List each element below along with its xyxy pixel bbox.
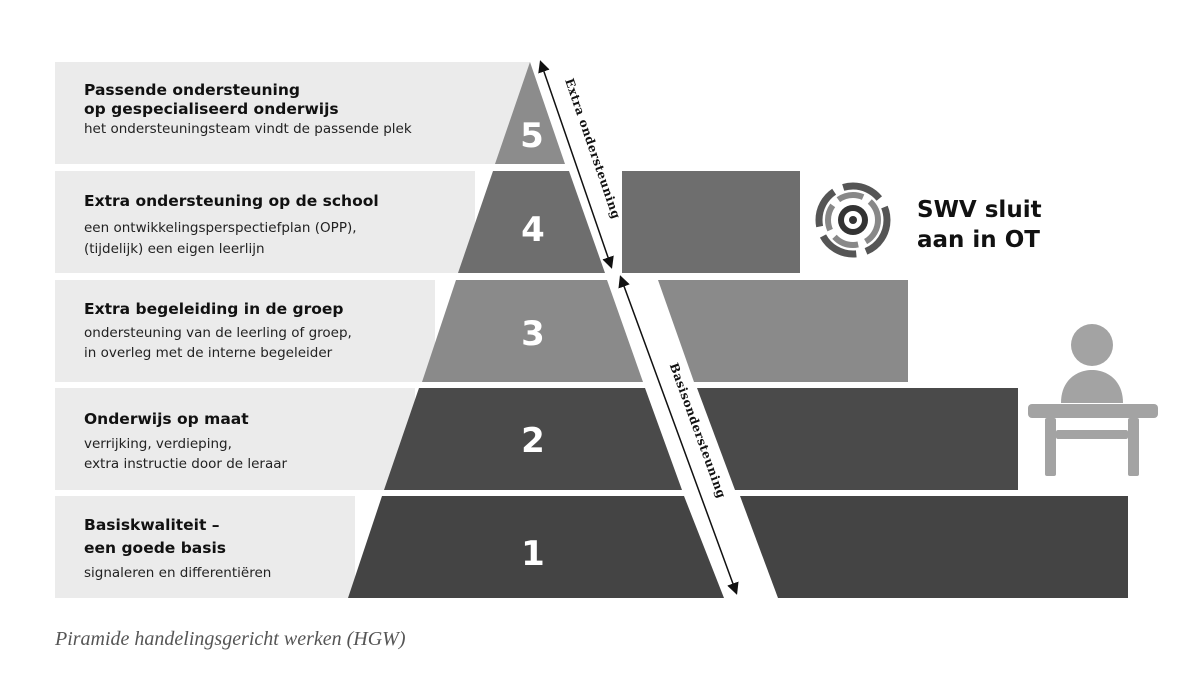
level-1-title-line-2: een goede basis xyxy=(84,539,226,557)
basisondersteuning-arrow xyxy=(618,275,739,595)
level-2-title: Onderwijs op maat xyxy=(84,410,249,428)
level-4-bar xyxy=(622,171,800,273)
row-bg-level-5 xyxy=(55,62,530,164)
level-1-bar xyxy=(740,496,1128,598)
pyramid-level-2 xyxy=(384,388,682,490)
level-2-bar xyxy=(697,388,1018,490)
level-5-title-line-2: op gespecialiseerd onderwijs xyxy=(84,100,339,118)
row-bg-level-1 xyxy=(55,496,355,598)
level-3-desc-line-2: in overleg met de interne begeleider xyxy=(84,345,333,361)
level-3-bar xyxy=(658,280,908,382)
level-3-title: Extra begeleiding in de groep xyxy=(84,300,344,318)
level-1-desc-line-1: signaleren en differentiëren xyxy=(84,565,271,581)
level-3-number: 3 xyxy=(521,314,545,354)
swv-line-1: SWV sluit xyxy=(917,197,1042,223)
level-4-desc-line-2: (tijdelijk) een eigen leerlijn xyxy=(84,241,265,257)
level-4-desc-line-1: een ontwikkelingsperspectiefplan (OPP), xyxy=(84,220,357,236)
level-2-desc-line-1: verrijking, verdieping, xyxy=(84,436,232,452)
swv-line-2: aan in OT xyxy=(917,227,1040,253)
level-1-title-line-1: Basiskwaliteit – xyxy=(84,516,220,534)
row-bg-level-3 xyxy=(55,280,435,382)
level-5-number: 5 xyxy=(520,116,544,156)
level-1-number: 1 xyxy=(521,534,545,574)
level-2-number: 2 xyxy=(521,421,545,461)
student-at-desk-icon xyxy=(1028,324,1158,476)
level-3-desc-line-1: ondersteuning van de leerling of groep, xyxy=(84,325,352,341)
pyramid-level-3 xyxy=(422,280,643,382)
level-5-desc-line-1: het ondersteuningsteam vindt de passende… xyxy=(84,121,412,137)
level-4-title: Extra ondersteuning op de school xyxy=(84,192,379,210)
target-icon xyxy=(815,182,891,258)
row-bg-level-4 xyxy=(55,171,475,273)
level-4-number: 4 xyxy=(521,210,545,250)
figure-caption: Piramide handelingsgericht werken (HGW) xyxy=(54,628,406,650)
level-2-desc-line-2: extra instructie door de leraar xyxy=(84,456,288,472)
row-bg-level-2 xyxy=(55,388,415,490)
extra-ondersteuning-arrow xyxy=(538,60,614,269)
level-5-title-line-1: Passende ondersteuning xyxy=(84,81,300,99)
